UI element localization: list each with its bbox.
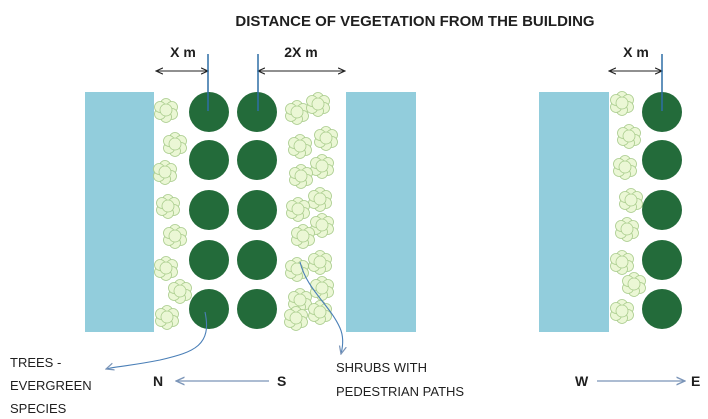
trees-label-line-3: SPECIES [10,401,67,416]
shrub [288,134,312,159]
tree-group [189,92,682,329]
dimension-label-x-left: X m [170,44,196,60]
dimension-label-2x: 2X m [284,44,317,60]
dimension-label-x-right: X m [623,44,649,60]
shrubs-label-line-2: PEDESTRIAN PATHS [336,384,464,399]
tree-middle [237,190,277,230]
tree-middle [237,289,277,329]
trees-label-line-1: TREES - [10,355,61,370]
shrub [617,124,641,149]
trees-callout-line [106,311,207,369]
shrub [289,164,313,189]
shrub [154,98,178,123]
shrub [163,132,187,157]
shrub [286,197,310,222]
shrub [610,250,634,275]
shrub [155,305,179,330]
tree-left [189,92,229,132]
shrub [308,250,332,275]
shrub [619,188,643,213]
shrub [285,100,309,125]
tree-right [642,140,682,180]
building-west [85,92,154,332]
shrub [615,217,639,242]
shrub [153,160,177,185]
shrub [163,224,187,249]
shrub [314,126,338,151]
shrub [310,154,334,179]
building-right-site [539,92,609,332]
orientation-west-label: W [575,373,589,389]
orientation-east-label: E [691,373,700,389]
tree-left [189,190,229,230]
orientation-south-label: S [277,373,286,389]
tree-right [642,190,682,230]
diagram-title: DISTANCE OF VEGETATION FROM THE BUILDING [235,13,594,30]
shrub [291,224,315,249]
shrub [310,213,334,238]
shrub [610,299,634,324]
tree-right [642,240,682,280]
trees-label-line-2: EVERGREEN [10,378,92,393]
shrub [306,92,330,117]
tree-right [642,289,682,329]
tree-middle [237,92,277,132]
shrub [610,91,634,116]
shrub [613,155,637,180]
tree-left [189,240,229,280]
shrub [154,256,178,281]
shrub [308,187,332,212]
shrub [156,194,180,219]
tree-left [189,289,229,329]
orientation-north-label: N [153,373,163,389]
shrub [168,279,192,304]
shrub [284,306,308,331]
shrub-group [153,91,646,331]
shrub [622,272,646,297]
shrubs-label-line-1: SHRUBS WITH [336,360,427,375]
shrub [308,300,332,325]
tree-middle [237,240,277,280]
building-east [346,92,416,332]
shrub [285,257,309,282]
tree-middle [237,140,277,180]
tree-right [642,92,682,132]
shrub [310,276,334,301]
shrubs-callout-line [299,261,343,354]
tree-left [189,140,229,180]
